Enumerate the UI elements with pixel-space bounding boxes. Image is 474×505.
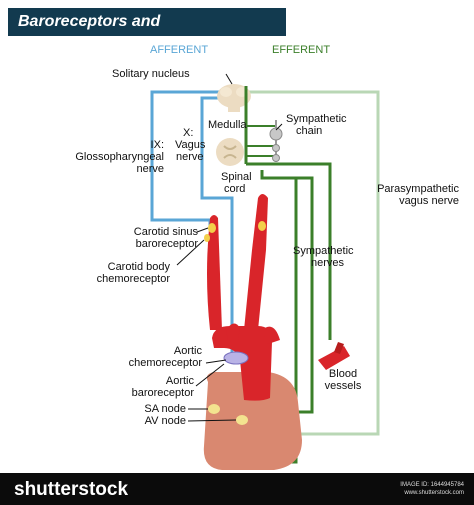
label-glossopharyngeal-2: Glossopharyngeal xyxy=(75,151,164,163)
carotid-sinus-baroreceptor xyxy=(208,223,216,233)
label-vagus-3: nerve xyxy=(176,151,204,163)
vagus-afferent-path xyxy=(200,96,234,358)
label-vagus-2: Vagus xyxy=(175,139,206,151)
heart-shape xyxy=(203,372,302,470)
diagram-title: Baroreceptors and chemoreceptors xyxy=(8,8,286,58)
right-carotid-artery xyxy=(244,194,268,330)
label-aortic-chemoreceptor-1: Aortic xyxy=(173,345,202,357)
footer-image-id-line1: IMAGE ID: 1644945784 xyxy=(400,482,464,488)
label-spinal-cord-1: Spinal xyxy=(221,171,252,183)
sa-node xyxy=(208,404,220,414)
label-blood-vessels-1: Blood xyxy=(328,368,358,380)
label-medulla: Medulla xyxy=(208,119,247,131)
sympathetic-chain-branches xyxy=(246,125,276,157)
label-vagus-1: X: xyxy=(183,127,194,139)
label-sympathetic-nerves-2: nerves xyxy=(311,257,345,269)
label-sympathetic-chain-2: chain xyxy=(296,125,323,137)
footer-image-id: IMAGE ID: 1644945784 www.shutterstock.co… xyxy=(400,481,464,497)
av-node xyxy=(236,415,248,425)
left-carotid-artery xyxy=(207,215,222,330)
label-sa-node: SA node xyxy=(144,403,186,415)
label-av-node: AV node xyxy=(144,415,186,427)
label-solitary-nucleus: Solitary nucleus xyxy=(112,68,190,80)
label-aortic-baroreceptor-1: Aortic xyxy=(165,375,194,387)
footer-bar: shutterstock IMAGE ID: 1644945784 www.sh… xyxy=(0,473,474,505)
afferent-header: AFFERENT xyxy=(150,44,209,56)
footer-logo: shutterstock xyxy=(14,479,129,500)
label-parasympathetic-1: Parasympathetic xyxy=(377,183,459,195)
parasympathetic-pathway xyxy=(238,90,380,436)
label-carotid-sinus-1: Carotid sinus xyxy=(133,226,198,238)
label-sympathetic-chain-1: Sympathetic xyxy=(286,113,347,125)
sympathetic-ganglion xyxy=(269,127,283,141)
label-carotid-sinus-2: baroreceptor xyxy=(135,238,198,250)
aortic-chemoreceptor-body xyxy=(223,351,249,365)
label-parasympathetic-2: vagus nerve xyxy=(399,195,459,207)
label-blood-vessels-2: vessels xyxy=(324,380,362,392)
blood-vessel-icon xyxy=(318,346,350,370)
label-glossopharyngeal-1: IX: xyxy=(150,139,164,151)
spinal-cord-shape xyxy=(216,138,244,166)
label-glossopharyngeal-3: nerve xyxy=(136,163,164,175)
label-aortic-baroreceptor-2: baroreceptor xyxy=(131,387,194,399)
label-carotid-body-2: chemoreceptor xyxy=(96,273,170,285)
efferent-header: EFFERENT xyxy=(272,44,331,56)
label-sympathetic-nerves-1: Sympathetic xyxy=(293,245,354,257)
label-carotid-body-1: Carotid body xyxy=(107,261,170,273)
footer-image-id-line2: www.shutterstock.com xyxy=(404,490,464,496)
label-aortic-chemoreceptor-2: chemoreceptor xyxy=(128,357,202,369)
label-spinal-cord-2: cord xyxy=(224,183,246,195)
carotid-body-chemoreceptor xyxy=(204,234,210,242)
carotid-receptor-right xyxy=(258,221,266,231)
